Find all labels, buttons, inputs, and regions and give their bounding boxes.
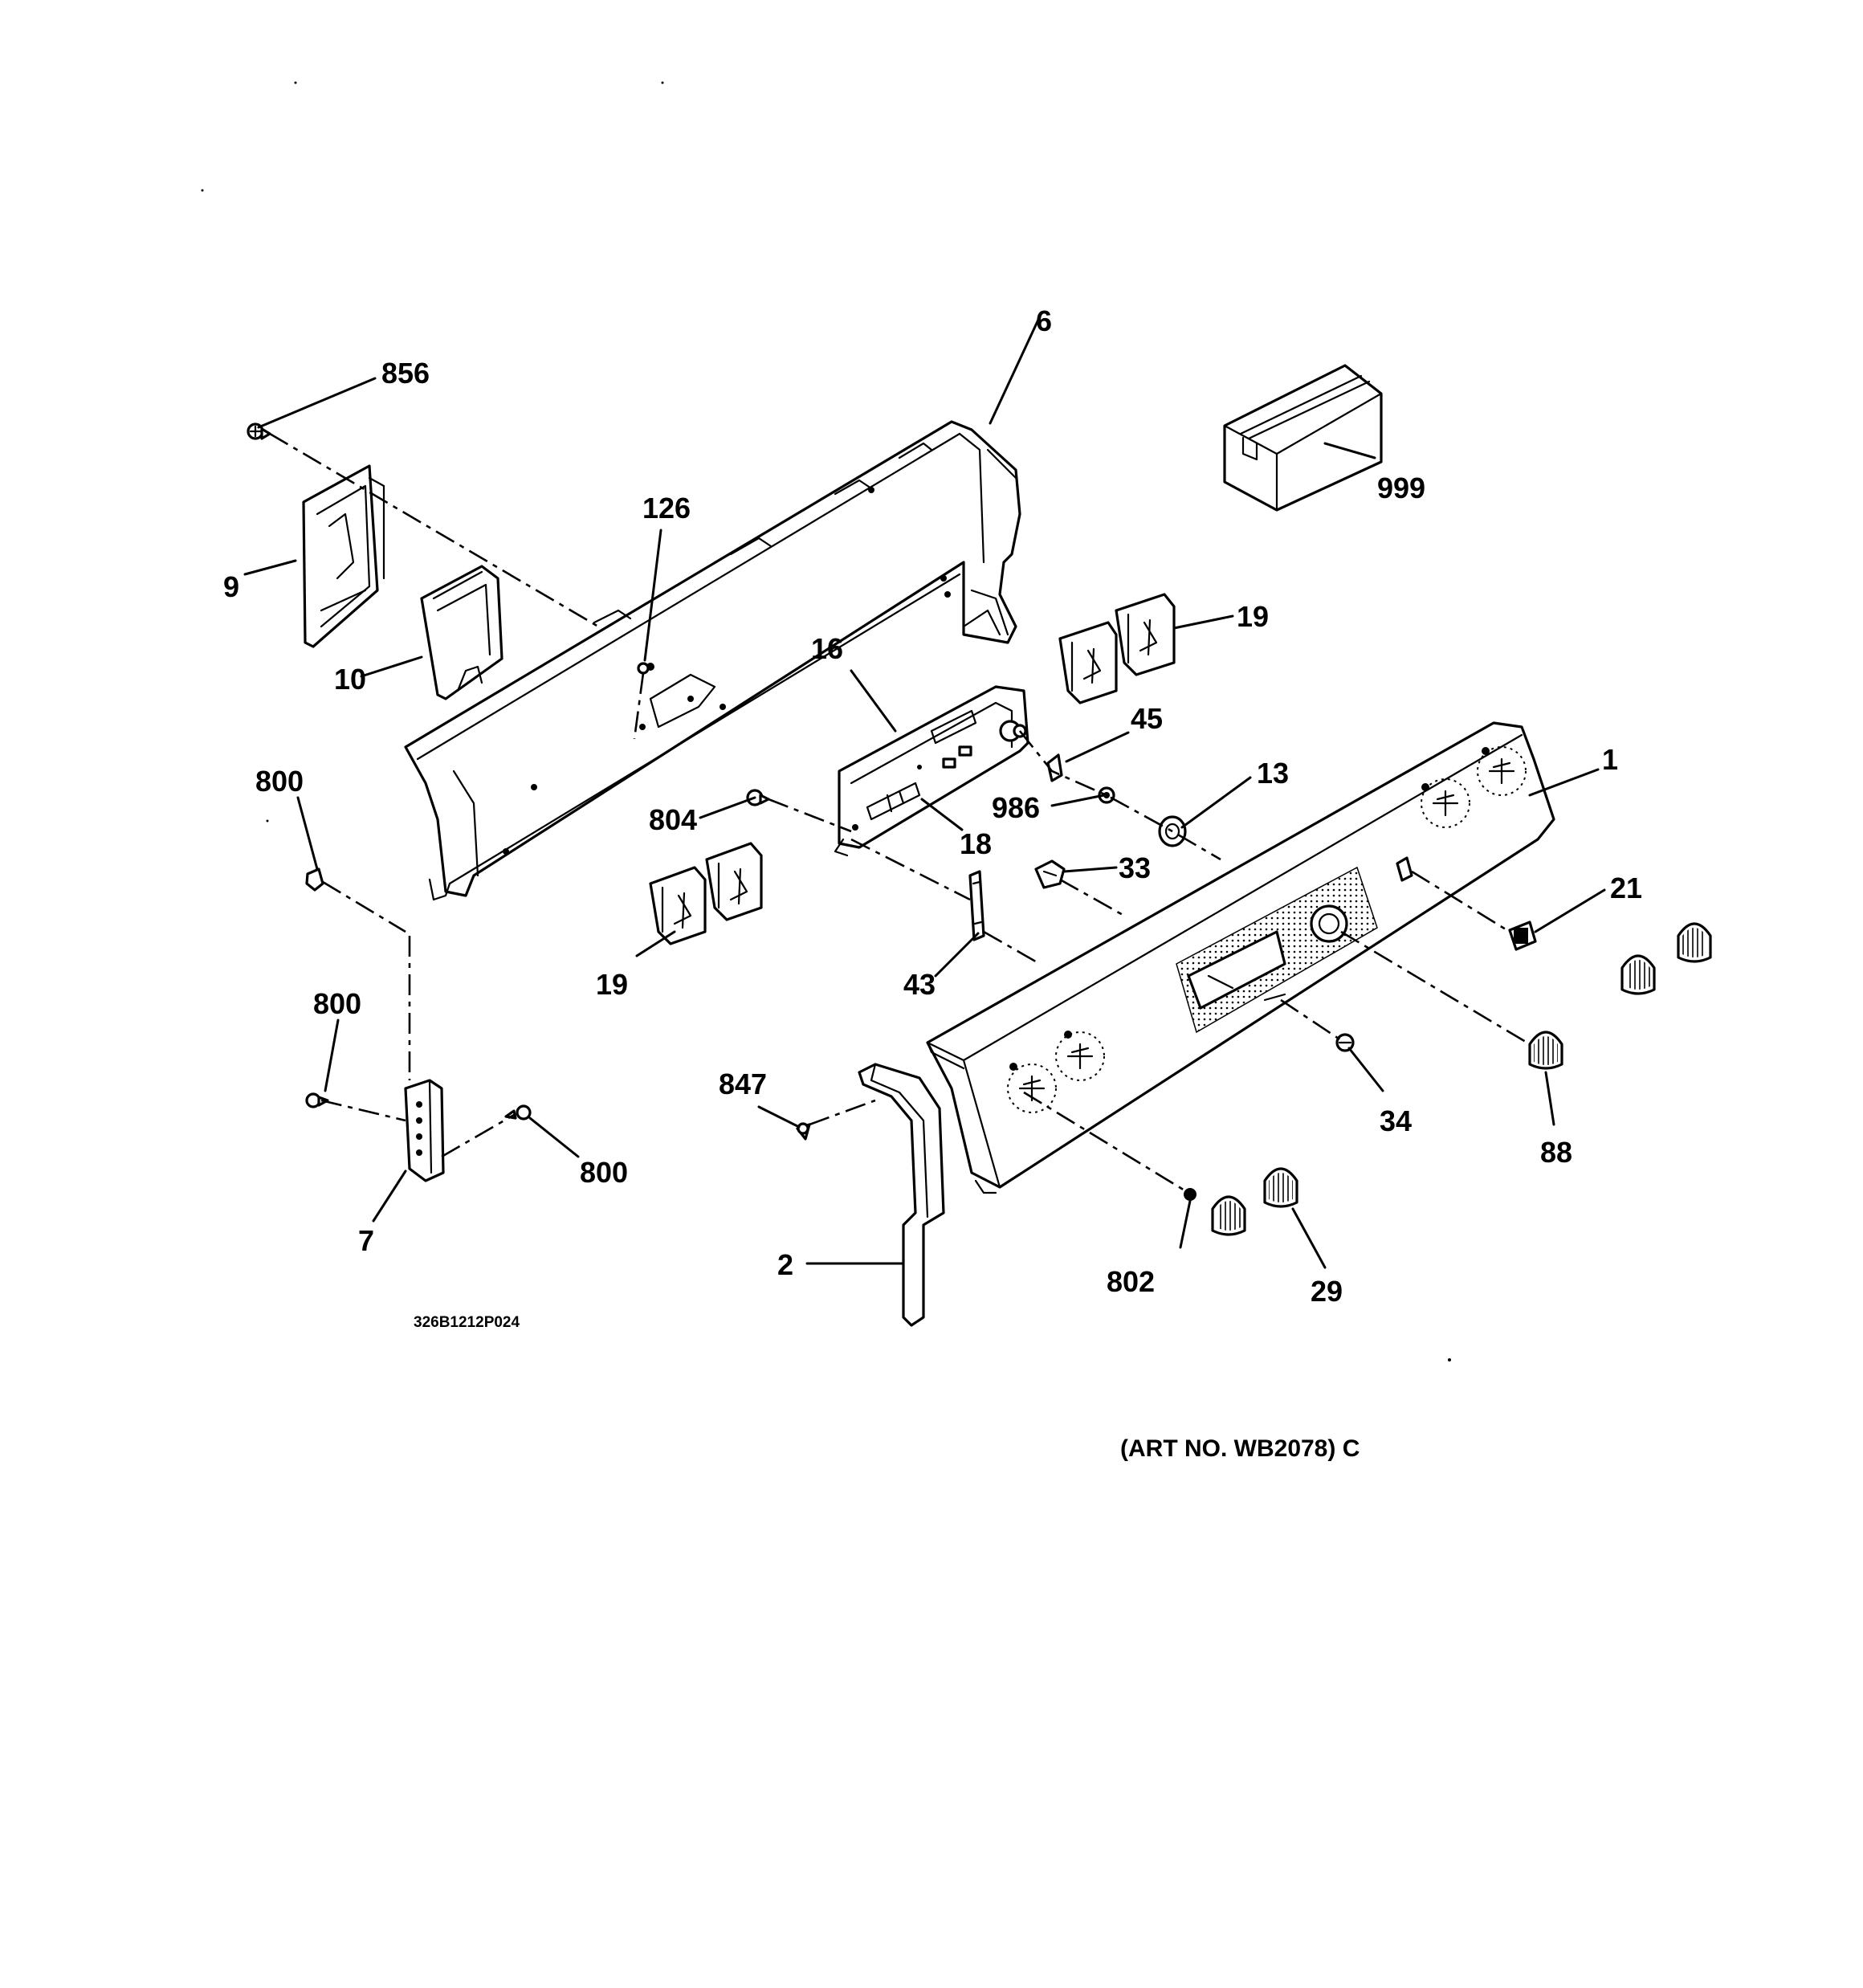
screw-34-part [1335, 1033, 1355, 1052]
hinge-bracket-7-part [404, 1079, 445, 1182]
knob-29-right-a-part [1620, 954, 1656, 995]
inner-bracket-part [420, 565, 503, 700]
callout-999: 999 [1377, 471, 1425, 504]
callout-2: 2 [777, 1248, 793, 1281]
switch-pair-upper-part [1058, 593, 1176, 704]
screw-802-part [1184, 1188, 1196, 1201]
callout-13: 13 [1257, 757, 1289, 790]
screw-804-part [746, 789, 770, 806]
control-panel-part [926, 721, 1555, 1194]
callout-800-upper: 800 [255, 765, 304, 798]
callout-43: 43 [903, 968, 936, 1001]
callout-33: 33 [1119, 851, 1151, 884]
backguard-shell-part [404, 420, 1021, 901]
callout-7: 7 [358, 1224, 374, 1257]
leader-lines [243, 318, 1606, 1269]
knob-29-bottom-a-part [1211, 1195, 1246, 1236]
scan-specks [201, 81, 1451, 1361]
callout-126: 126 [642, 492, 691, 525]
assembly-lines [269, 432, 1531, 1194]
switch-21-part [1508, 921, 1537, 951]
knob-29-right-b-part [1677, 922, 1712, 963]
callout-802: 802 [1107, 1265, 1155, 1298]
manual-box-part [1223, 364, 1383, 512]
callout-6: 6 [1036, 304, 1052, 337]
left-bracket-part [302, 464, 385, 648]
callout-800-right: 800 [580, 1156, 628, 1189]
callout-9: 9 [223, 570, 239, 603]
screw-847-part [796, 1122, 811, 1141]
callout-19-lower: 19 [596, 968, 628, 1001]
callout-10: 10 [334, 663, 366, 696]
callout-856: 856 [381, 357, 430, 390]
callout-21: 21 [1610, 872, 1642, 904]
callout-45: 45 [1131, 702, 1163, 735]
callout-986: 986 [992, 791, 1040, 824]
callout-labels: 6 856 999 126 9 10 19 16 45 800 13 1 804… [223, 304, 1642, 1308]
callout-804: 804 [649, 803, 697, 836]
knob-88-part [1528, 1031, 1563, 1070]
callout-847: 847 [719, 1067, 767, 1100]
electronic-control-part [834, 685, 1029, 857]
clip-33-part [1034, 859, 1066, 889]
strip-43-part [968, 870, 985, 941]
end-trim-2-part [858, 1063, 945, 1327]
callout-19-upper: 19 [1237, 600, 1269, 633]
callout-800-left: 800 [313, 987, 361, 1020]
art-number: (ART NO. WB2078) C [1120, 1435, 1360, 1462]
callout-29: 29 [1311, 1275, 1343, 1308]
screw-800-upper-part [305, 867, 324, 892]
callout-1: 1 [1602, 743, 1618, 776]
callout-88: 88 [1540, 1136, 1572, 1169]
switch-pair-lower-part [649, 842, 763, 945]
callout-16: 16 [811, 632, 843, 665]
callout-18: 18 [960, 827, 992, 860]
callout-34: 34 [1380, 1104, 1412, 1137]
plug-126-part [637, 662, 650, 675]
drawing-number: 326B1212P024 [414, 1314, 520, 1331]
knob-29-bottom-b-part [1263, 1167, 1298, 1208]
